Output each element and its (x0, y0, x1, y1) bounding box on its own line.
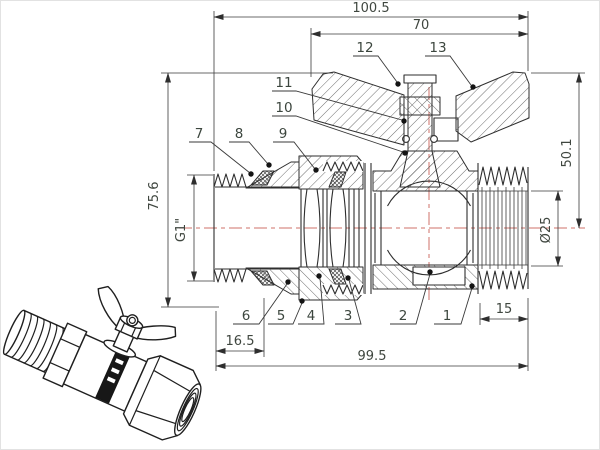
dim-label-handle-span: 70 (413, 18, 430, 33)
callout-7: 7 (189, 126, 254, 177)
body-front-face (364, 163, 372, 294)
dim-label-inlet-thread-length: 16.5 (226, 334, 255, 349)
dim-inlet-thread-length: 16.5 (215, 334, 265, 354)
callout-label-8: 8 (235, 126, 244, 142)
dim-label-body-length: 99.5 (358, 349, 387, 364)
stem-packing-nut (399, 96, 441, 116)
callout-label-2: 2 (399, 308, 408, 324)
dim-handle-span: 70 (310, 18, 529, 37)
ball-bottom-arc (387, 249, 471, 276)
callout-8: 8 (229, 126, 272, 168)
dim-inlet-thread: G1" (174, 174, 197, 282)
union-nut-section (298, 155, 364, 301)
3d-stem-button-inner (128, 316, 136, 324)
callout-label-5: 5 (277, 308, 286, 324)
callout-label-9: 9 (279, 126, 288, 142)
callout-label-12: 12 (356, 40, 373, 56)
extension-line-set (161, 11, 585, 371)
3d-hex-facets (49, 338, 81, 372)
union-thread-top (322, 161, 364, 172)
callout-label-11: 11 (275, 75, 292, 91)
callout-11: 11 (272, 75, 407, 124)
callout-5: 5 (268, 298, 305, 325)
female-thread-id-lines (479, 190, 528, 266)
callout-label-13: 13 (429, 40, 446, 56)
thread-gap-bottom (323, 284, 363, 295)
3d-label-mark-1 (114, 358, 124, 366)
ball-seat-lines (374, 191, 474, 265)
union-seal-bottom (328, 268, 347, 285)
male-thread-crest-top (213, 173, 247, 188)
female-crest-bottom (478, 270, 528, 290)
callout-13: 13 (425, 40, 476, 90)
callout-1: 1 (434, 283, 475, 325)
dim-label-outlet-bore: Ø25 (539, 217, 554, 244)
dim-label-inlet-thread: G1" (174, 218, 189, 242)
dim-body-length: 99.5 (215, 349, 529, 369)
dim-overall-height: 75.6 (147, 72, 171, 308)
3d-stem-button (126, 314, 139, 327)
union-seal-top (328, 171, 347, 188)
callout-label-4: 4 (307, 308, 316, 324)
handle-right-wing (455, 71, 530, 143)
dim-label-outlet-thread-length: 15 (496, 302, 513, 317)
seat-barrel-2 (326, 188, 350, 268)
3d-thread-ridges (10, 312, 64, 372)
callout-label-1: 1 (443, 308, 452, 324)
thread-gap-top (323, 161, 363, 172)
callout-12: 12 (353, 40, 401, 87)
callout-2: 2 (390, 269, 433, 325)
extension-lines (161, 11, 585, 371)
dim-outlet-bore: Ø25 (539, 190, 561, 267)
callout-10: 10 (272, 100, 408, 156)
handle-left-wing (311, 71, 405, 146)
3d-thread-end (2, 309, 26, 356)
3d-label-mark-2 (110, 367, 120, 375)
3d-nut-facets (128, 355, 197, 427)
3d-nut-opening (174, 383, 202, 437)
male-thread-section (213, 161, 300, 295)
seat-barrel-1 (300, 188, 324, 268)
female-crest-top (478, 166, 528, 186)
dim-label-handle-height: 50.1 (560, 139, 575, 168)
seal-wedge-bottom (250, 270, 275, 286)
bottom-plug (412, 266, 466, 286)
stem-top-cap (403, 74, 437, 84)
male-thread-crest-bottom (213, 268, 247, 283)
callout-9: 9 (273, 126, 319, 173)
female-thread-lines (481, 187, 527, 269)
3d-inner-thread-3 (181, 397, 195, 423)
callout-3: 3 (335, 275, 362, 325)
stem-column (407, 80, 433, 152)
female-thread-section (477, 163, 529, 294)
seal-wedge-top (250, 170, 275, 186)
handle-section (311, 71, 530, 146)
valve-3d-view (2, 285, 202, 441)
dim-outlet-thread-length: 15 (479, 302, 529, 322)
union-thread-bottom (322, 284, 364, 295)
seat-face-lines (353, 189, 360, 267)
3d-label-mark-3 (106, 376, 116, 384)
callout-6: 6 (233, 279, 291, 325)
callout-label-6: 6 (242, 308, 251, 324)
callout-label-10: 10 (275, 100, 292, 116)
stem-o-ring-right (430, 135, 438, 143)
dim-handle-height: 50.1 (560, 72, 582, 229)
callout-label-7: 7 (195, 126, 204, 142)
dim-label-overall-width: 100.5 (352, 1, 389, 16)
dim-overall-width: 100.5 (213, 1, 529, 20)
callout-4: 4 (298, 273, 325, 325)
dim-label-overall-height: 75.6 (147, 182, 162, 211)
3d-inner-thread-1 (176, 387, 199, 432)
3d-inner-thread-2 (179, 392, 197, 427)
callout-label-3: 3 (344, 308, 353, 324)
